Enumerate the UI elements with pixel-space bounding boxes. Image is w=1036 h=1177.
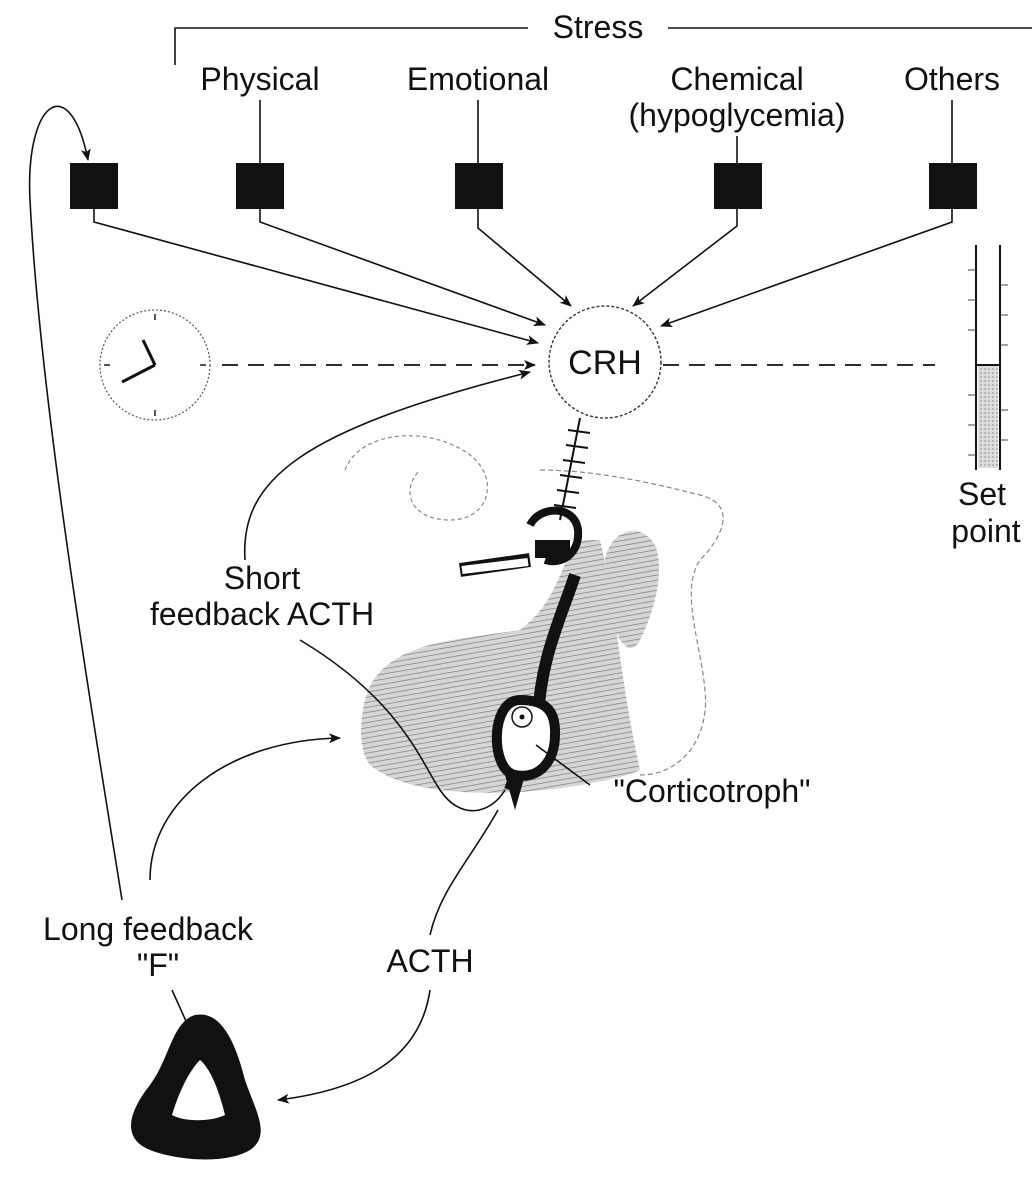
- long-feedback-label-line1: Long feedback: [43, 911, 254, 947]
- stress-chemical-sublabel: (hypoglycemia): [629, 97, 846, 133]
- neuron-squares: [70, 163, 977, 209]
- crh-axon: [554, 418, 590, 520]
- feedback-neuron-square: [70, 163, 118, 209]
- converging-arrows: [94, 209, 952, 343]
- stress-others-label: Others: [904, 61, 1000, 97]
- corticotroph-cell: [497, 700, 555, 810]
- setpoint-label-line2: point: [951, 513, 1021, 549]
- stress-emotional-label: Emotional: [407, 61, 549, 97]
- clock-icon: [100, 310, 210, 420]
- acth-to-adrenal-arrow: [278, 990, 430, 1100]
- short-feedback-label-line2: feedback ACTH: [150, 596, 374, 632]
- others-neuron-square: [929, 163, 977, 209]
- short-feedback-label-line1: Short: [224, 560, 301, 596]
- stress-title: Stress: [553, 9, 644, 45]
- corticotroph-label: "Corticotroph": [613, 773, 810, 809]
- emotional-neuron-square: [455, 163, 503, 209]
- crh-label: CRH: [568, 344, 642, 382]
- acth-label: ACTH: [386, 943, 473, 979]
- label-connector-lines: [260, 100, 952, 163]
- setpoint-gauge-fill: [978, 365, 998, 468]
- long-feedback-label-line2: "F": [137, 947, 179, 983]
- stress-physical-label: Physical: [200, 61, 319, 97]
- adrenal-gland: [131, 1014, 261, 1159]
- stress-chemical-label: Chemical: [670, 61, 803, 97]
- short-feedback-arrow: [245, 372, 530, 560]
- setpoint-gauge: [968, 245, 1008, 470]
- acth-upper-line: [430, 810, 498, 935]
- physical-neuron-square: [236, 163, 284, 209]
- hypothalamus-outline: [345, 436, 487, 520]
- setpoint-label-line1: Set: [958, 476, 1006, 512]
- chemical-neuron-square: [714, 163, 762, 209]
- long-feedback-to-pituitary-arrow: [150, 738, 340, 880]
